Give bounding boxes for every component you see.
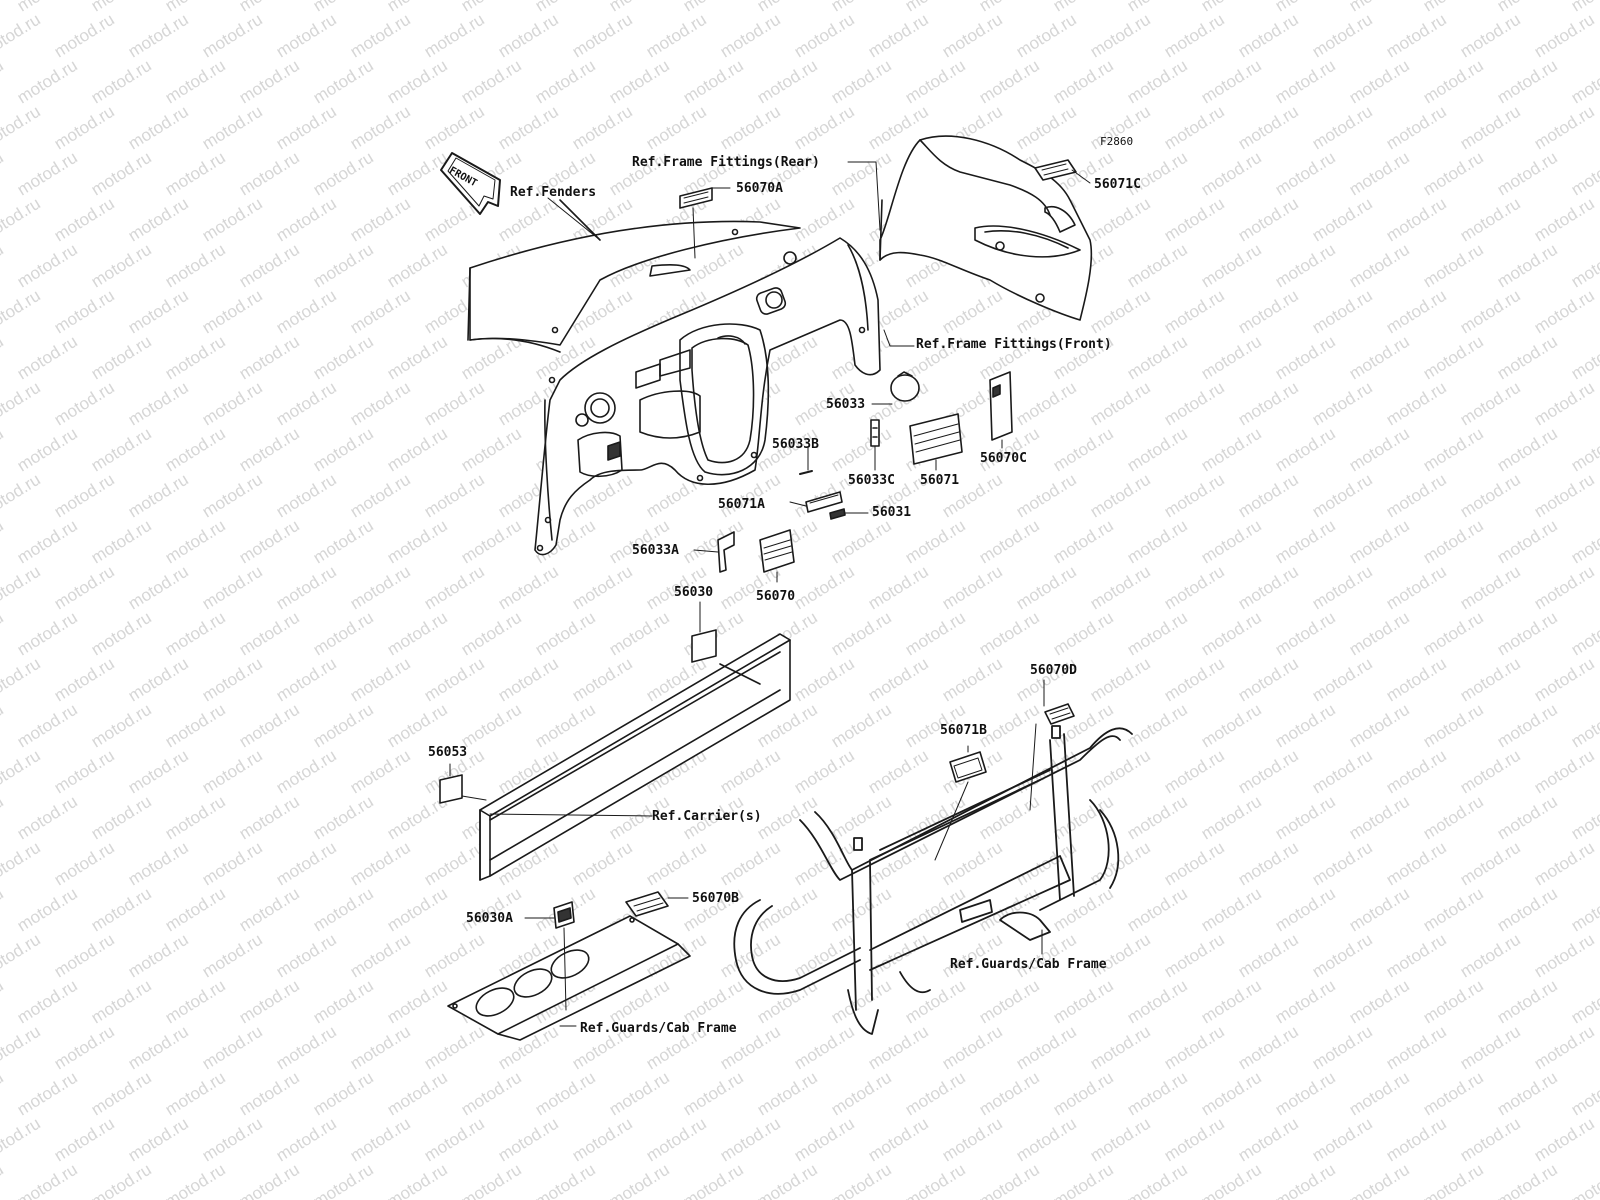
decal-56071C xyxy=(1034,159,1077,181)
floor-plate xyxy=(447,915,691,1041)
part-label-56070: 56070 xyxy=(756,589,796,604)
front-arrow-icon xyxy=(440,152,501,215)
part-label-56070B: 56070B xyxy=(692,891,739,906)
rear-fender-panel xyxy=(467,199,801,353)
ref-frame-fittings-front-label: Ref.Frame Fittings(Front) xyxy=(916,337,1112,352)
rear-frame-fitting xyxy=(879,135,1093,321)
decal-56053 xyxy=(439,774,463,804)
decal-56071 xyxy=(909,413,963,465)
ref-frame-fittings-rear-label: Ref.Frame Fittings(Rear) xyxy=(632,155,820,170)
ref-guards-cab-frame-bottom-label: Ref.Guards/Cab Frame xyxy=(580,1021,737,1036)
part-label-56030: 56030 xyxy=(674,585,714,600)
dashboard-panel xyxy=(534,237,881,556)
part-label-56033A: 56033A xyxy=(632,543,679,558)
ref-carriers-label: Ref.Carrier(s) xyxy=(652,809,762,824)
decal-56031 xyxy=(829,508,846,520)
leader-lines xyxy=(449,161,1091,1027)
part-label-56070C: 56070C xyxy=(980,451,1027,466)
decal-56030A xyxy=(553,901,575,929)
decal-56033B xyxy=(799,470,813,475)
part-label-56033: 56033 xyxy=(826,397,866,412)
ref-guards-cab-frame-right-label: Ref.Guards/Cab Frame xyxy=(950,957,1107,972)
carrier-panel xyxy=(479,633,791,881)
decal-56070B xyxy=(625,891,669,917)
decal-56070 xyxy=(759,529,795,573)
part-label-56070D: 56070D xyxy=(1030,663,1077,678)
part-label-56053: 56053 xyxy=(428,745,468,760)
ref-fenders-label: Ref.Fenders xyxy=(510,185,597,200)
part-label-56030A: 56030A xyxy=(466,911,513,926)
decal-56071A xyxy=(805,491,843,513)
decal-56033-ring xyxy=(890,371,920,402)
part-label-56071B: 56071B xyxy=(940,723,987,738)
decal-56070D xyxy=(1044,703,1075,725)
part-label-56033C: 56033C xyxy=(848,473,895,488)
part-label-56033B: 56033B xyxy=(772,437,819,452)
decal-56070A xyxy=(679,187,713,209)
diagram-code: F2860 xyxy=(1100,135,1134,148)
part-label-56031: 56031 xyxy=(872,505,912,520)
decal-56071B xyxy=(949,751,987,783)
part-label-56070A: 56070A xyxy=(736,181,783,196)
decal-56033A xyxy=(717,531,735,573)
decal-56033C xyxy=(870,419,880,447)
part-label-56071A: 56071A xyxy=(718,497,765,512)
decal-56070C xyxy=(989,371,1013,441)
part-label-56071C: 56071C xyxy=(1094,177,1141,192)
cab-frame xyxy=(733,725,1133,1035)
decal-56030 xyxy=(691,629,717,663)
part-label-56071: 56071 xyxy=(920,473,960,488)
